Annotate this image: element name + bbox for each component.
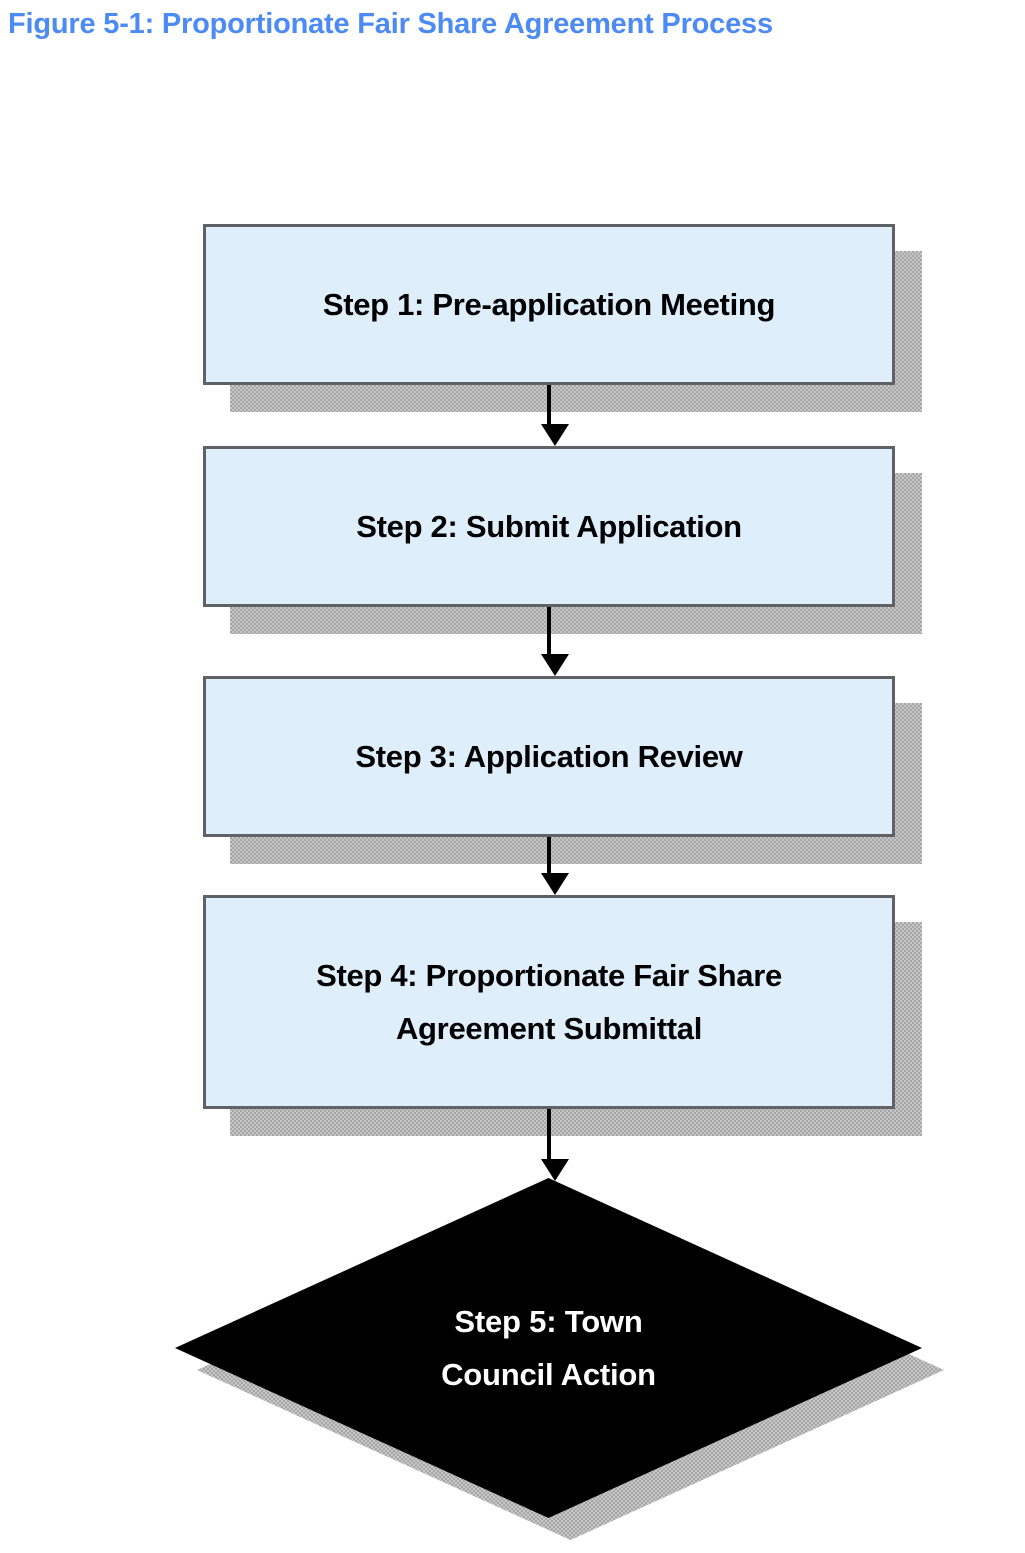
flow-node-step4[interactable]: Step 4: Proportionate Fair Share Agreeme… — [203, 895, 925, 1139]
flow-node-step5[interactable]: Step 5: Town Council Action — [175, 1178, 945, 1543]
connector-step2-to-step3 — [541, 607, 569, 676]
arrow-head-icon — [541, 1159, 569, 1181]
arrow-head-icon — [541, 424, 569, 446]
process-box[interactable]: Step 2: Submit Application — [203, 446, 895, 607]
process-box[interactable]: Step 1: Pre-application Meeting — [203, 224, 895, 385]
connector-line — [547, 837, 551, 873]
node-label-line-1: Step 4: Proportionate Fair Share — [316, 958, 782, 993]
process-box[interactable]: Step 3: Application Review — [203, 676, 895, 837]
arrow-head-icon — [541, 654, 569, 676]
decision-diamond[interactable] — [175, 1178, 922, 1518]
connector-line — [547, 607, 551, 654]
process-box[interactable]: Step 4: Proportionate Fair Share Agreeme… — [203, 895, 895, 1109]
connector-step1-to-step2 — [541, 385, 569, 446]
page-title: Figure 5-1: Proportionate Fair Share Agr… — [8, 8, 773, 40]
flow-node-step2[interactable]: Step 2: Submit Application — [203, 446, 925, 637]
connector-line — [547, 1109, 551, 1159]
node-label-step2: Step 2: Submit Application — [342, 500, 755, 553]
node-label-step3: Step 3: Application Review — [341, 730, 756, 783]
node-label-step1: Step 1: Pre-application Meeting — [309, 278, 789, 331]
node-label-line-1: Step 2: Submit Application — [356, 509, 742, 544]
node-label-step4: Step 4: Proportionate Fair Share Agreeme… — [302, 949, 796, 1055]
connector-line — [547, 385, 551, 424]
flow-node-step3[interactable]: Step 3: Application Review — [203, 676, 925, 867]
connector-step4-to-step5 — [541, 1109, 569, 1181]
node-label-line-1: Step 1: Pre-application Meeting — [322, 287, 776, 322]
flow-node-step1[interactable]: Step 1: Pre-application Meeting — [203, 224, 925, 415]
node-label-line-2: Agreement Submittal — [395, 1011, 703, 1046]
node-label-line-1: Step 3: Application Review — [355, 739, 743, 774]
connector-step3-to-step4 — [541, 837, 569, 895]
arrow-head-icon — [541, 873, 569, 895]
